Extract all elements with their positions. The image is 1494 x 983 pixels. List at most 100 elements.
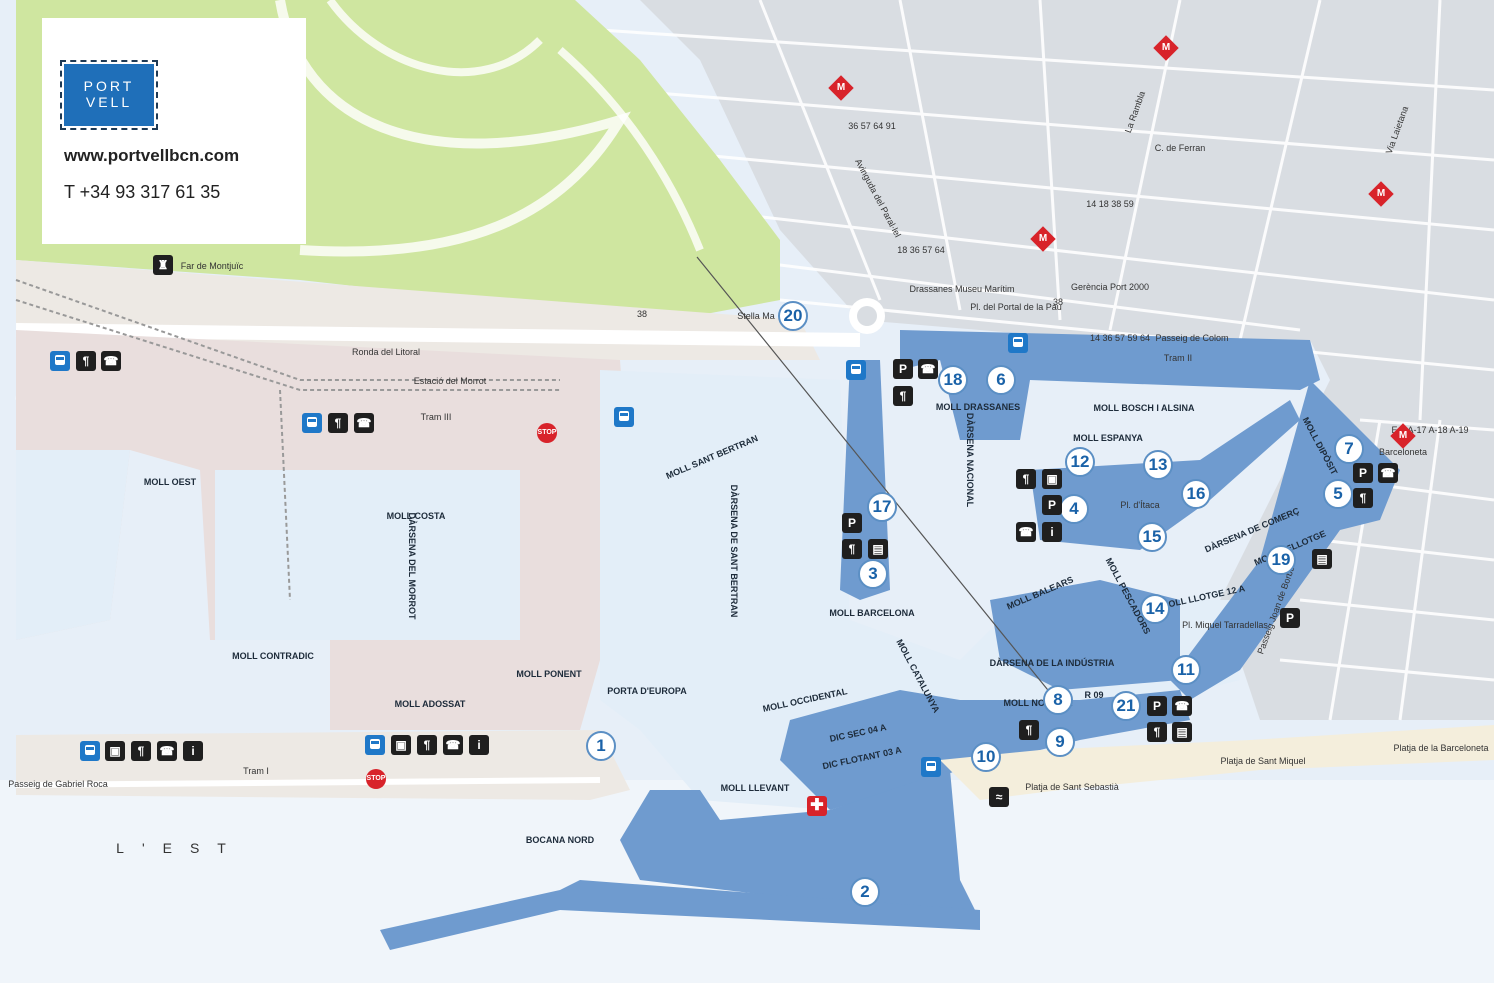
bus-icon: [921, 757, 941, 777]
tram-label: Tram I: [243, 766, 269, 776]
point-marker[interactable]: 14: [1140, 594, 1170, 624]
pier-label: MOLL OEST: [143, 477, 197, 487]
taxi-icon: ▣: [391, 735, 411, 755]
bus-icon: [846, 360, 866, 380]
dock-label: DÀRSENA DEL MORROT: [407, 512, 417, 620]
phone-icon: ☎: [1016, 522, 1036, 542]
road-label: C. de Ferran: [1154, 143, 1206, 153]
point-marker[interactable]: 20: [778, 301, 808, 331]
bus-icon: ▤: [868, 539, 888, 559]
phone-icon: ☎: [101, 351, 121, 371]
lighthouse-icon: ♜: [153, 255, 173, 275]
bus-icon: [50, 351, 70, 371]
pier-label: MOLL NOU 08 A: [1003, 698, 1073, 708]
pier-label: MOLL BARCELONA: [829, 608, 915, 618]
dock-label: DÀRSENA NACIONAL: [965, 412, 975, 508]
point-marker[interactable]: 2: [850, 877, 880, 907]
point-marker[interactable]: 12: [1065, 447, 1095, 477]
landmark-label: Gerència Port 2000: [1070, 282, 1150, 292]
point-marker[interactable]: 19: [1266, 545, 1296, 575]
restaurant-icon: ¶: [1353, 488, 1373, 508]
beach-label: Platja de la Barceloneta: [1393, 743, 1489, 753]
metro-icon[interactable]: M: [1390, 423, 1416, 449]
restaurant-icon: ¶: [1019, 720, 1039, 740]
logo-card: PORT VELL www.portvellbcn.com T +34 93 3…: [42, 18, 306, 244]
pier-label: MOLL ADOSSAT: [394, 699, 466, 709]
restaurant-icon: ¶: [1147, 722, 1167, 742]
metro-icon[interactable]: M: [1030, 226, 1056, 252]
point-marker[interactable]: 10: [971, 742, 1001, 772]
channel-label: BOCANA NORD: [525, 835, 595, 845]
pier-label: MOLL ESPANYA: [1073, 433, 1143, 443]
point-marker[interactable]: 1: [586, 731, 616, 761]
restaurant-icon: ¶: [417, 735, 437, 755]
parking-icon: P: [893, 359, 913, 379]
point-marker[interactable]: 16: [1181, 479, 1211, 509]
bus-icon: [80, 741, 100, 761]
pier-label: MOLL LLEVANT: [720, 783, 790, 793]
bus-lines: 14 36 57 59 64: [1089, 333, 1151, 343]
bus-icon: ▤: [1172, 722, 1192, 742]
restaurant-icon: ¶: [842, 539, 862, 559]
stop-icon: STOP: [537, 423, 557, 443]
area-label: L'EST: [116, 840, 244, 856]
metro-icon[interactable]: M: [828, 75, 854, 101]
bridge-label: PORTA D'EUROPA: [607, 686, 687, 696]
square-label: Pl. Miquel Tarradellas: [1182, 620, 1268, 630]
landmark-label: Drassanes Museu Marítim: [909, 284, 1015, 294]
bus-lines: 38: [1052, 297, 1064, 307]
info-icon: i: [1042, 522, 1062, 542]
bus-icon: [302, 413, 322, 433]
beach-label: Platja de Sant Sebastià: [1025, 782, 1119, 792]
beach-icon: ≈: [989, 787, 1009, 807]
point-marker[interactable]: 15: [1137, 522, 1167, 552]
landmark-label: Stella Ma: [737, 311, 775, 321]
info-icon: i: [183, 741, 203, 761]
taxi-icon: ▣: [1042, 469, 1062, 489]
bus-lines: 14 18 38 59: [1086, 199, 1134, 209]
parking-icon: P: [1280, 608, 1300, 628]
dock-label: DÀRSENA DE SANT BERTRAN: [729, 484, 739, 618]
point-marker[interactable]: 13: [1143, 450, 1173, 480]
info-icon: i: [469, 735, 489, 755]
bus-icon: [614, 407, 634, 427]
road-label: Ronda del Litoral: [351, 347, 421, 357]
tram-label: Tram III: [420, 412, 452, 422]
point-marker[interactable]: 21: [1111, 691, 1141, 721]
beach-label: Platja de Sant Miquel: [1220, 756, 1306, 766]
tram-label: Tram II: [1163, 353, 1193, 363]
website-link[interactable]: www.portvellbcn.com: [64, 146, 240, 165]
point-marker[interactable]: 6: [986, 365, 1016, 395]
pier-label: MOLL DRASSANES: [935, 402, 1021, 412]
square-label: Pl. d'Ítaca: [1120, 500, 1160, 510]
phone-icon: ☎: [1172, 696, 1192, 716]
restaurant-icon: ¶: [131, 741, 151, 761]
point-marker[interactable]: 9: [1045, 727, 1075, 757]
stop-icon: STOP: [366, 769, 386, 789]
metro-icon[interactable]: M: [1153, 35, 1179, 61]
parking-icon: P: [842, 513, 862, 533]
point-marker[interactable]: 3: [858, 559, 888, 589]
metro-icon[interactable]: M: [1368, 181, 1394, 207]
restaurant-icon: ¶: [76, 351, 96, 371]
point-marker[interactable]: 8: [1043, 685, 1073, 715]
station-label: Estació del Morrot: [413, 376, 487, 386]
point-marker[interactable]: 4: [1059, 494, 1089, 524]
restaurant-icon: ¶: [328, 413, 348, 433]
point-marker[interactable]: 17: [867, 492, 897, 522]
phone-icon: ☎: [918, 359, 938, 379]
station-label: Barceloneta: [1378, 447, 1428, 457]
point-marker[interactable]: 5: [1323, 479, 1353, 509]
restaurant-icon: ¶: [1016, 469, 1036, 489]
point-marker[interactable]: 18: [938, 365, 968, 395]
dock-label: DÀRSENA DE LA INDÚSTRIA: [989, 658, 1115, 668]
point-marker[interactable]: 11: [1171, 655, 1201, 685]
port-vell-logo: PORT VELL: [60, 60, 158, 130]
point-marker[interactable]: 7: [1334, 434, 1364, 464]
taxi-icon: ▣: [105, 741, 125, 761]
pier-label: MOLL COSTA: [386, 511, 446, 521]
parking-icon: P: [1353, 463, 1373, 483]
phone-icon: ☎: [354, 413, 374, 433]
bus-icon: ▤: [1312, 549, 1332, 569]
